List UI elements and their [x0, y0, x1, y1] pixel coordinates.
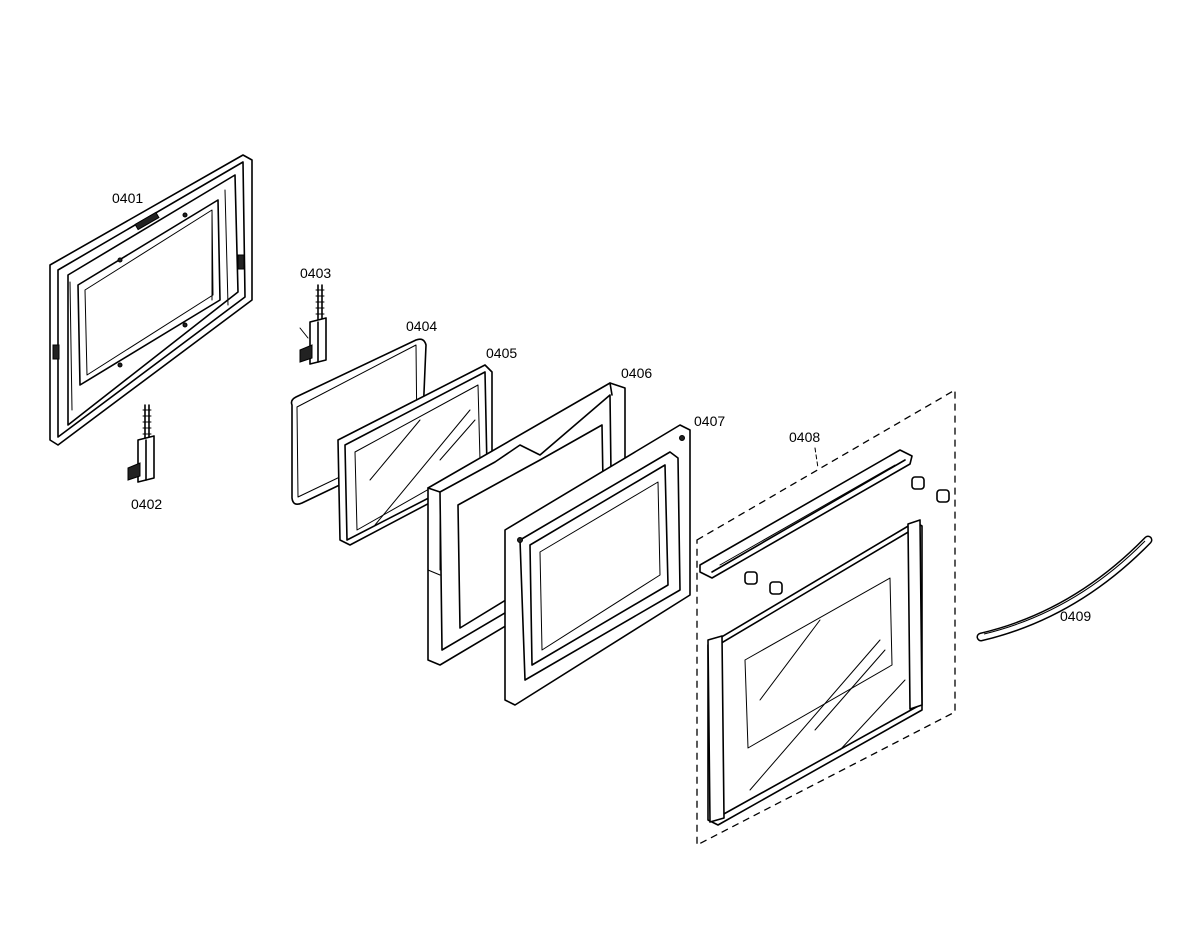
- label-0404: 0404: [406, 318, 438, 334]
- label-0409: 0409: [1060, 608, 1092, 624]
- part-0407-door-liner: [504, 424, 691, 706]
- label-0401: 0401: [112, 190, 144, 206]
- part-0403-hinge: [299, 284, 327, 365]
- part-0409-handle: [976, 535, 1153, 642]
- label-0403: 0403: [300, 265, 332, 281]
- leader-lines: [299, 327, 309, 339]
- label-0407: 0407: [694, 413, 726, 429]
- label-0408: 0408: [789, 429, 821, 445]
- part-0402-hinge: [127, 404, 155, 483]
- part-0401-door-frame: [49, 154, 253, 446]
- label-0405: 0405: [486, 345, 518, 361]
- label-0402: 0402: [131, 496, 163, 512]
- label-0406: 0406: [621, 365, 653, 381]
- part-0408-outer-door-assembly: [696, 388, 956, 847]
